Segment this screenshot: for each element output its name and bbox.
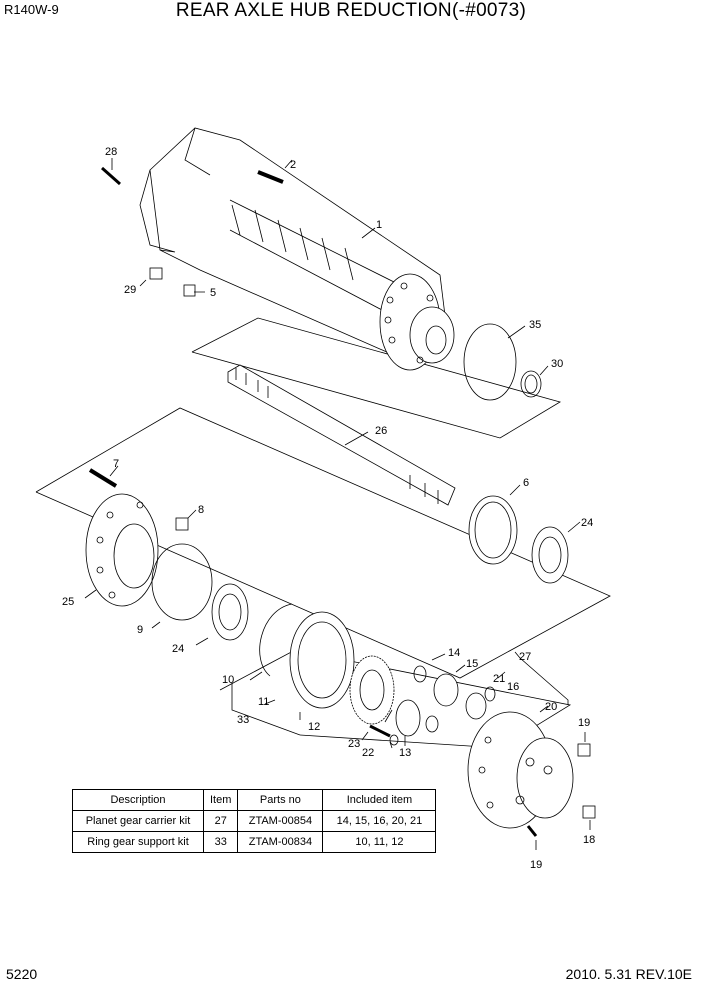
callout: 20 — [545, 701, 557, 713]
o-ring-9 — [151, 543, 213, 621]
callout: 10 — [222, 674, 234, 686]
ring-14 — [413, 665, 427, 683]
table-row: Ring gear support kit 33 ZTAM-00834 10, … — [72, 831, 437, 853]
callout: 16 — [507, 681, 519, 693]
callout: 14 — [448, 647, 460, 659]
callout: 13 — [399, 747, 411, 759]
table-row: Planet gear carrier kit 27 ZTAM-00854 14… — [72, 810, 437, 832]
callout: 22 — [362, 747, 374, 759]
table-cell: 33 — [202, 831, 239, 853]
callout: 35 — [529, 319, 541, 331]
page-title: REAR AXLE HUB REDUCTION(-#0073) — [175, 0, 527, 21]
table-header: Description — [72, 789, 204, 811]
callout-labels: 28 2 1 29 5 35 30 26 7 6 8 24 25 9 24 14… — [62, 146, 595, 871]
table-cell: 27 — [202, 810, 239, 832]
callout: 25 — [62, 596, 74, 608]
bearing-24-right — [531, 526, 569, 584]
table-cell: Planet gear carrier kit — [72, 810, 204, 832]
table-cell: 10, 11, 12 — [322, 831, 437, 853]
ring-gear-12 — [349, 655, 395, 725]
pin-28 — [101, 166, 121, 186]
callout: 24 — [581, 517, 593, 529]
plug-19-top — [577, 743, 591, 757]
callout: 19 — [530, 859, 542, 871]
table-header: Item — [202, 789, 239, 811]
plug-5 — [183, 284, 196, 297]
planet-gear-15 — [433, 673, 459, 707]
callout: 15 — [466, 658, 478, 670]
table-header: Included item — [322, 789, 437, 811]
table-header-row: Description Item Parts no Included item — [72, 789, 437, 811]
table-cell: 14, 15, 16, 20, 21 — [322, 810, 437, 832]
callout: 23 — [348, 738, 360, 750]
pin-23 — [369, 724, 391, 738]
callout: 12 — [308, 721, 320, 733]
callout: 27 — [519, 651, 531, 663]
table-cell: ZTAM-00854 — [237, 810, 324, 832]
revision-label: 2010. 5.31 REV.10E — [565, 966, 692, 982]
callout: 8 — [198, 504, 204, 516]
callout: 19 — [578, 717, 590, 729]
callout: 18 — [583, 834, 595, 846]
seal-30 — [520, 370, 542, 398]
callout: 28 — [105, 146, 117, 158]
planet-carrier-20 — [467, 711, 574, 829]
axle-housing — [139, 127, 455, 371]
callout: 9 — [137, 624, 143, 636]
table-cell: ZTAM-00834 — [237, 831, 324, 853]
callout: 33 — [237, 714, 249, 726]
hub-25 — [85, 493, 159, 607]
callout: 2 — [290, 159, 296, 171]
bearing-21 — [465, 692, 487, 720]
callout: 11 — [258, 696, 269, 708]
table-header: Parts no — [237, 789, 324, 811]
nut-8 — [175, 517, 189, 531]
callout: 1 — [376, 219, 382, 231]
table-cell: Ring gear support kit — [72, 831, 204, 853]
assembly-plane-upper — [191, 317, 562, 439]
snap-ring-10 — [259, 603, 293, 677]
plug-18 — [582, 805, 596, 819]
washer-16 — [484, 686, 496, 702]
plug-29 — [149, 267, 163, 280]
assembly-plane-lower — [219, 649, 572, 749]
o-ring-35 — [463, 323, 517, 401]
page-number: 5220 — [6, 966, 38, 982]
kits-table: Description Item Parts no Included item … — [72, 789, 437, 853]
bolt-2 — [257, 170, 284, 184]
ball-22 — [389, 734, 399, 746]
callout: 26 — [375, 425, 387, 437]
callout: 21 — [493, 673, 505, 685]
ring-gear-support-11 — [289, 611, 355, 709]
thrust-washer-13 — [395, 699, 421, 737]
callout: 30 — [551, 358, 563, 370]
seal-6 — [468, 495, 518, 565]
stud-7 — [88, 468, 118, 488]
callout: 5 — [210, 287, 216, 299]
callout: 7 — [113, 458, 119, 470]
model-label: R140W-9 — [4, 2, 59, 17]
callout: 6 — [523, 477, 529, 489]
screw-19-bottom — [526, 825, 538, 837]
callout: 24 — [172, 643, 184, 655]
axle-shaft-26 — [227, 364, 456, 506]
bearing-24-left — [211, 583, 249, 641]
callout: 29 — [124, 284, 136, 296]
